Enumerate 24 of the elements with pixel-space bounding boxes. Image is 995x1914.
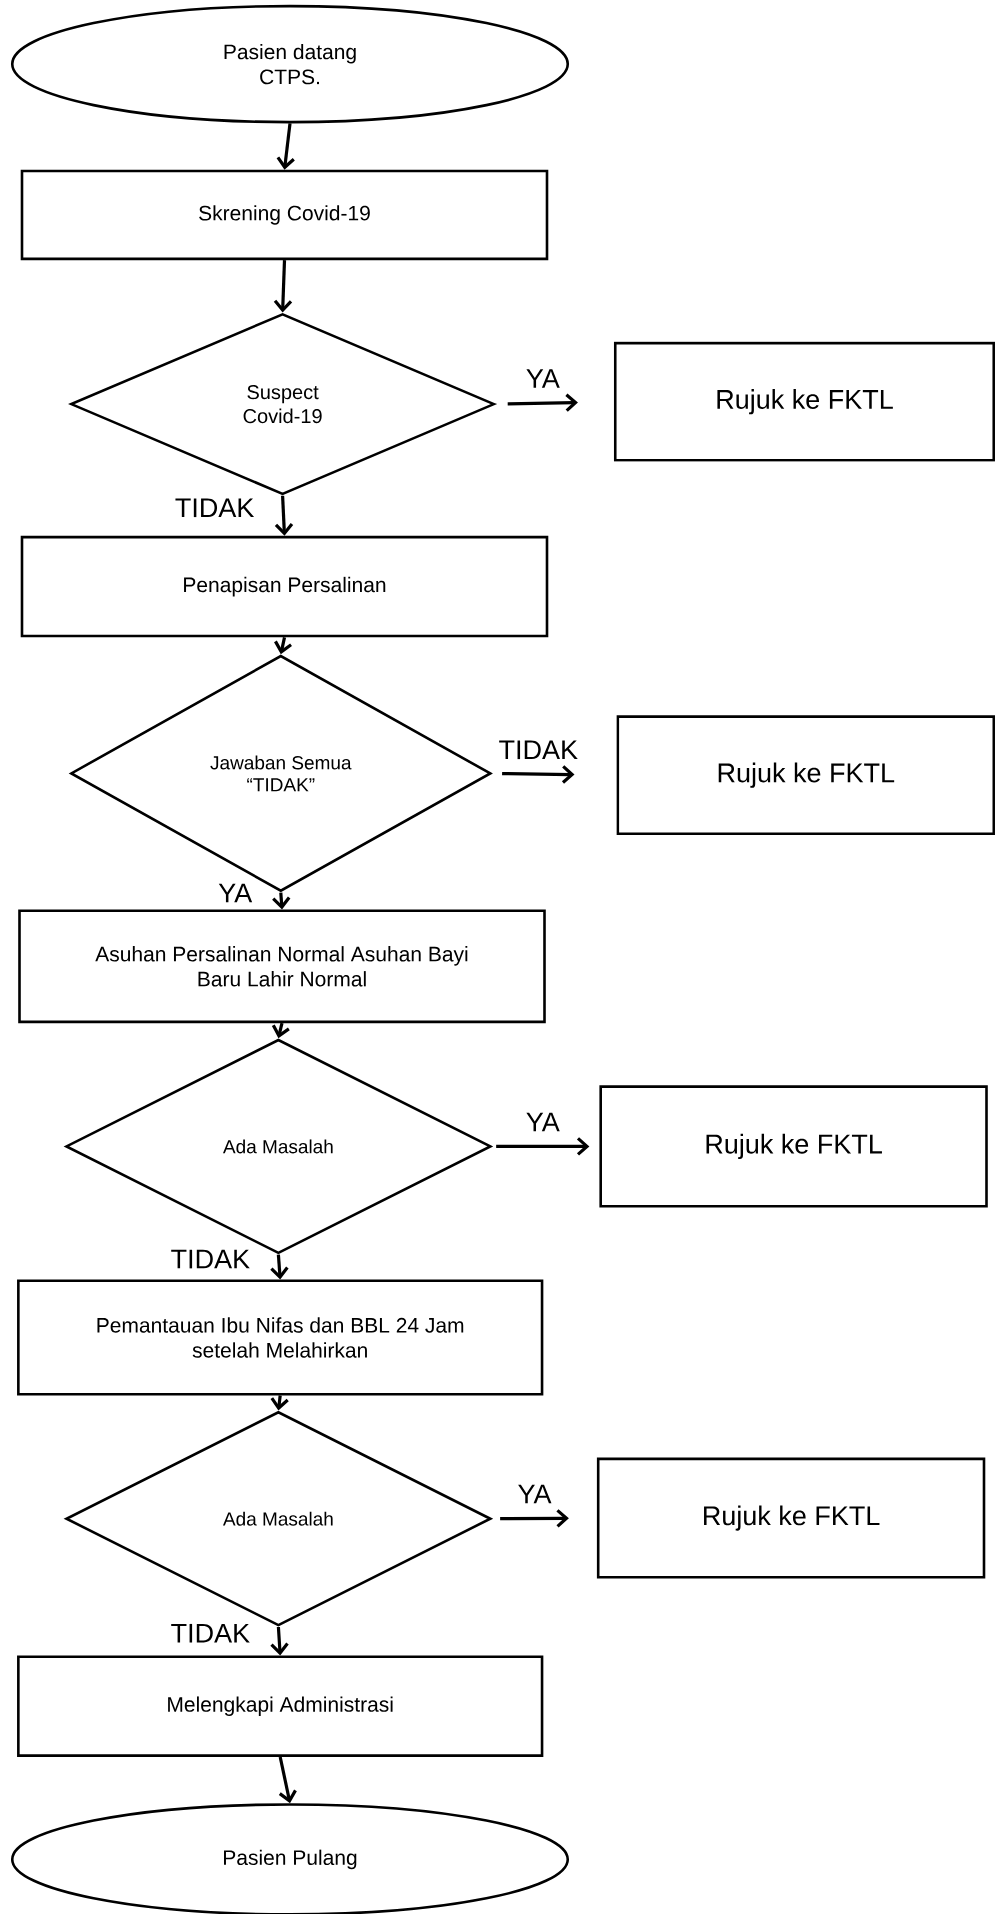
arrow — [274, 495, 294, 536]
process-box: Pemantauan Ibu Nifas dan BBL 24 Jam setelah Melahirkan — [17, 1279, 544, 1396]
process-box: Penapisan Persalinan — [20, 535, 549, 638]
process-box: Skrening Covid-19 — [20, 169, 549, 261]
arrow — [500, 1509, 569, 1528]
arrow — [270, 1254, 289, 1280]
arrow — [496, 1137, 590, 1156]
edge-label: TIDAK — [499, 740, 578, 760]
process-box: Rujuk ke FKTL — [616, 715, 995, 836]
edge-label: TIDAK — [175, 498, 255, 518]
edge-label: YA — [526, 1112, 560, 1132]
process-box: Rujuk ke FKTL — [613, 341, 995, 462]
process-box: Melengkapi Administrasi — [17, 1655, 544, 1757]
process-box: Rujuk ke FKTL — [599, 1085, 988, 1208]
edge-label: YA — [526, 369, 560, 388]
arrow — [507, 393, 578, 412]
arrow — [276, 123, 295, 170]
arrow — [502, 765, 575, 784]
process-box: Rujuk ke FKTL — [596, 1457, 986, 1579]
edge-label: YA — [518, 1484, 552, 1504]
process-box: Asuhan Persalinan Normal Asuhan Bayi Baru Lahir Normal — [18, 909, 546, 1024]
arrow — [273, 260, 293, 313]
arrow — [278, 1756, 297, 1804]
arrow — [270, 1626, 289, 1656]
